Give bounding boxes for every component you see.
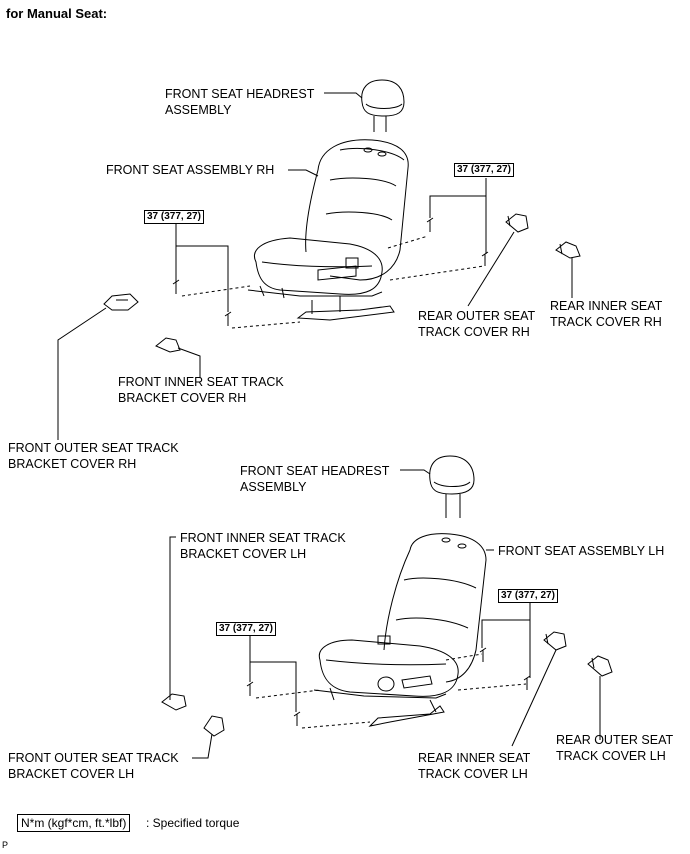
rh-headrest-label: FRONT SEAT HEADREST ASSEMBLY [165,87,315,117]
rh-seat-illustration [247,139,409,321]
rh-front-outer-cover-label: FRONT OUTER SEAT TRACK BRACKET COVER RH [8,441,179,471]
lh-dashed-mount-lines [255,653,527,729]
rh-seat-label: FRONT SEAT ASSEMBLY RH [106,163,275,177]
lh-front-outer-cover-label: FRONT OUTER SEAT TRACK BRACKET COVER LH [8,751,179,781]
rh-headrest-illustration [361,79,405,132]
lh-track-covers [161,631,613,737]
corner-mark: P [2,840,9,850]
rh-dashed-mount-lines [181,235,485,329]
lh-rear-outer-cover-label: REAR OUTER SEAT TRACK COVER LH [556,733,674,763]
legend-description: : Specified torque [146,816,240,830]
lh-bolts [246,647,531,726]
rh-leader-lines [57,92,573,440]
lh-leader-lines [169,469,601,759]
rh-rear-inner-cover-label: REAR INNER SEAT TRACK COVER RH [550,299,663,329]
lh-headrest-illustration [429,455,475,518]
rh-torque-badge-front: 37 (377, 27) [144,210,204,224]
rh-torque-badge-rear: 37 (377, 27) [454,163,514,177]
lh-seat-label: FRONT SEAT ASSEMBLY LH [498,544,665,558]
lh-seat-illustration [313,533,487,727]
lh-headrest-label: FRONT SEAT HEADREST ASSEMBLY [240,464,390,494]
page-header: for Manual Seat: [6,6,108,21]
lh-rear-inner-cover-label: REAR INNER SEAT TRACK COVER LH [418,751,531,781]
legend-unit-box: N*m (kgf*cm, ft.*lbf) [17,814,131,832]
rh-front-inner-cover-label: FRONT INNER SEAT TRACK BRACKET COVER RH [118,375,284,405]
rh-rear-outer-cover-label: REAR OUTER SEAT TRACK COVER RH [418,309,536,339]
lh-front-inner-cover-label: FRONT INNER SEAT TRACK BRACKET COVER LH [180,531,346,561]
rh-track-covers [103,213,581,353]
lh-torque-badge-front: 37 (377, 27) [216,622,276,636]
lh-torque-badge-rear: 37 (377, 27) [498,589,558,603]
